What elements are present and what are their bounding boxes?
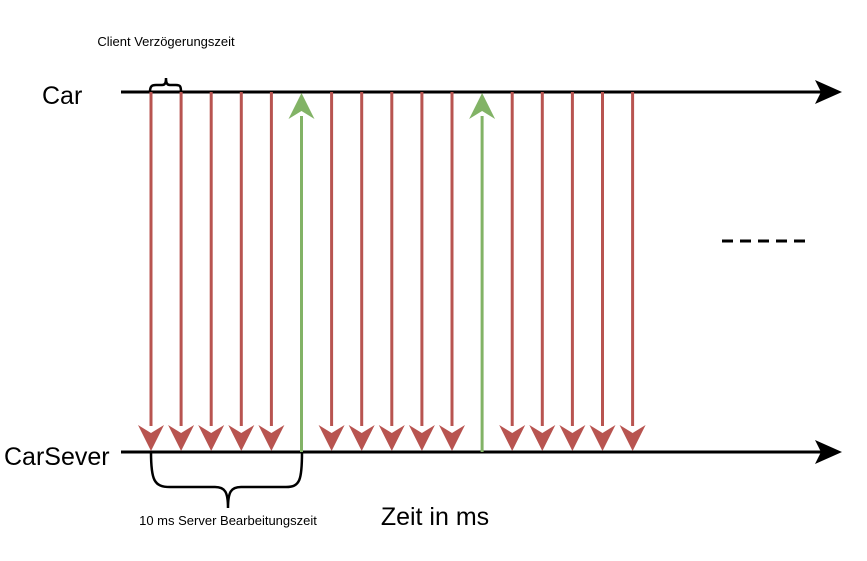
client-delay-brace xyxy=(148,77,183,93)
request-arrow xyxy=(198,92,225,451)
request-arrow xyxy=(138,92,164,451)
request-arrow xyxy=(619,92,646,451)
request-arrow xyxy=(228,92,255,451)
time-axis-label: Zeit in ms xyxy=(381,503,489,531)
car-timeline xyxy=(121,80,842,104)
request-arrow xyxy=(408,92,435,451)
car-server-timeline xyxy=(121,440,842,464)
car-timeline-arrowhead xyxy=(815,80,842,104)
response-arrow xyxy=(288,93,315,452)
request-arrow xyxy=(378,92,405,451)
car-server-label: CarSever xyxy=(4,443,110,471)
server-processing-brace xyxy=(149,451,304,509)
request-arrow xyxy=(529,92,556,451)
request-arrow xyxy=(439,92,465,451)
server-processing-label: 10 ms Server Bearbeitungszeit xyxy=(139,513,317,528)
request-arrow xyxy=(258,92,285,451)
request-arrow xyxy=(348,92,375,451)
message-arrows xyxy=(138,92,646,452)
car-label: Car xyxy=(42,82,82,110)
request-arrow xyxy=(499,92,526,451)
car-server-timeline-arrowhead xyxy=(815,440,842,464)
request-arrow xyxy=(168,92,195,451)
request-arrow xyxy=(318,92,345,451)
request-arrow xyxy=(559,92,586,451)
request-arrow xyxy=(589,92,616,451)
response-arrow xyxy=(469,93,496,452)
client-delay-label: Client Verzögerungszeit xyxy=(97,34,235,49)
